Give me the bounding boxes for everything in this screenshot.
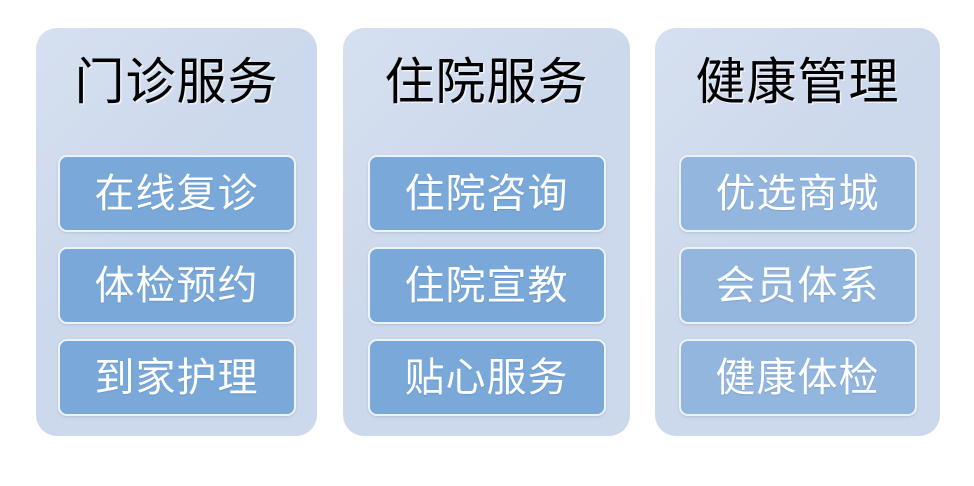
panel-title-health-management: 健康管理: [695, 53, 900, 111]
panel-title-inpatient: 住院服务: [384, 53, 589, 111]
panel-outpatient: 门诊服务 在线复诊 体检预约 到家护理: [36, 28, 317, 436]
service-button-checkup-booking[interactable]: 体检预约: [57, 247, 296, 324]
service-button-membership-system[interactable]: 会员体系: [678, 247, 917, 324]
panel-title-outpatient: 门诊服务: [74, 53, 279, 111]
service-button-inpatient-consult[interactable]: 住院咨询: [367, 155, 606, 232]
panel-inpatient: 住院服务 住院咨询 住院宣教 贴心服务: [343, 28, 630, 436]
service-button-home-nursing[interactable]: 到家护理: [57, 339, 296, 416]
service-button-premium-mall[interactable]: 优选商城: [678, 155, 917, 232]
service-button-online-follow-up[interactable]: 在线复诊: [57, 155, 296, 232]
service-button-caring-service[interactable]: 贴心服务: [367, 339, 606, 416]
service-button-inpatient-education[interactable]: 住院宣教: [367, 247, 606, 324]
button-stack-health-management: 优选商城 会员体系 健康体检: [655, 155, 940, 416]
panel-health-management: 健康管理 优选商城 会员体系 健康体检: [655, 28, 940, 436]
service-button-health-checkup[interactable]: 健康体检: [678, 339, 917, 416]
button-stack-inpatient: 住院咨询 住院宣教 贴心服务: [343, 155, 630, 416]
button-stack-outpatient: 在线复诊 体检预约 到家护理: [36, 155, 317, 416]
